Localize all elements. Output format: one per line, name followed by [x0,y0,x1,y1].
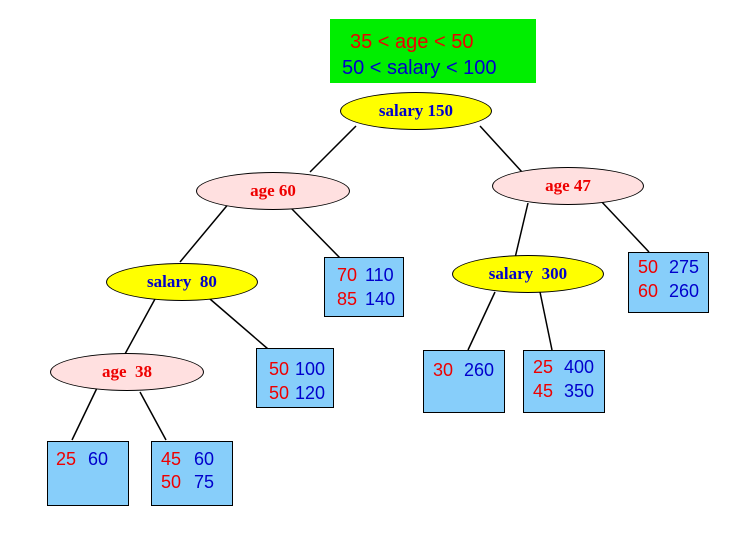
leaf-age-value: 45 [161,449,182,469]
leaf-salary-value: 75 [194,472,215,492]
leaf-30-260: 30 260 [423,350,505,413]
leaf-45-60: 45 60 50 75 [151,441,233,506]
edge-salary80-age38 [124,298,156,355]
edge-age47-leaf-50-275 [599,199,650,253]
leaf-25-60: 25 60 [47,441,129,506]
leaf-salary-value: 110 [365,265,394,285]
leaf-70-110: 70 110 85 140 [324,257,404,317]
edge-salary300-leaf-25-400 [539,291,553,351]
edge-age60-salary80 [179,201,231,263]
leaf-age-value: 70 [337,265,358,285]
query-salary-range: 50 < salary < 100 [342,57,497,79]
leaf-salary-value: 60 [88,449,109,469]
edge-root-age47 [479,125,523,173]
node-salary-300: salary 300 [452,255,604,293]
leaf-age-value: 50 [638,257,659,277]
leaf-salary-value: 400 [564,357,595,377]
leaf-salary-value: 260 [669,281,700,301]
edge-age38-leaf-45-60 [139,391,167,441]
leaf-25-400: 25 400 45 350 [523,350,605,413]
leaf-age-value: 50 [161,472,182,492]
leaf-salary-value: 260 [464,360,495,380]
leaf-salary-value: 120 [295,383,326,403]
node-age-60: age 60 [196,172,350,210]
leaf-salary-value: 60 [194,449,215,469]
leaf-50-100: 50 100 50 120 [256,348,334,408]
leaf-salary-value: 275 [669,257,700,277]
leaf-age-value: 30 [433,360,454,380]
edge-age60-leaf-70-110 [289,206,341,259]
leaf-age-value: 45 [533,381,554,401]
leaf-age-value: 50 [269,359,290,379]
node-age-47: age 47 [492,167,644,205]
edge-age47-salary300 [514,202,529,259]
leaf-salary-value: 350 [564,381,595,401]
node-salary-80: salary 80 [106,263,258,301]
leaf-age-value: 85 [337,289,358,309]
edge-salary300-leaf-30-260 [467,291,496,351]
leaf-age-value: 60 [638,281,659,301]
leaf-age-value: 50 [269,383,290,403]
leaf-age-value: 25 [56,449,77,469]
leaf-50-275: 50 275 60 260 [628,252,709,313]
leaf-age-value: 25 [533,357,554,377]
node-age-38: age 38 [50,353,204,391]
leaf-salary-value: 140 [365,289,396,309]
leaf-salary-value: 100 [295,359,326,379]
query-age-range: 35 < age < 50 [350,31,474,53]
edge-age38-leaf-25-60 [71,387,98,441]
node-root-salary-150: salary 150 [340,92,492,130]
edge-salary80-leaf-50-100 [209,298,269,350]
query-box: 35 < age < 50 50 < salary < 100 [330,19,536,83]
edge-root-age60 [309,125,357,173]
